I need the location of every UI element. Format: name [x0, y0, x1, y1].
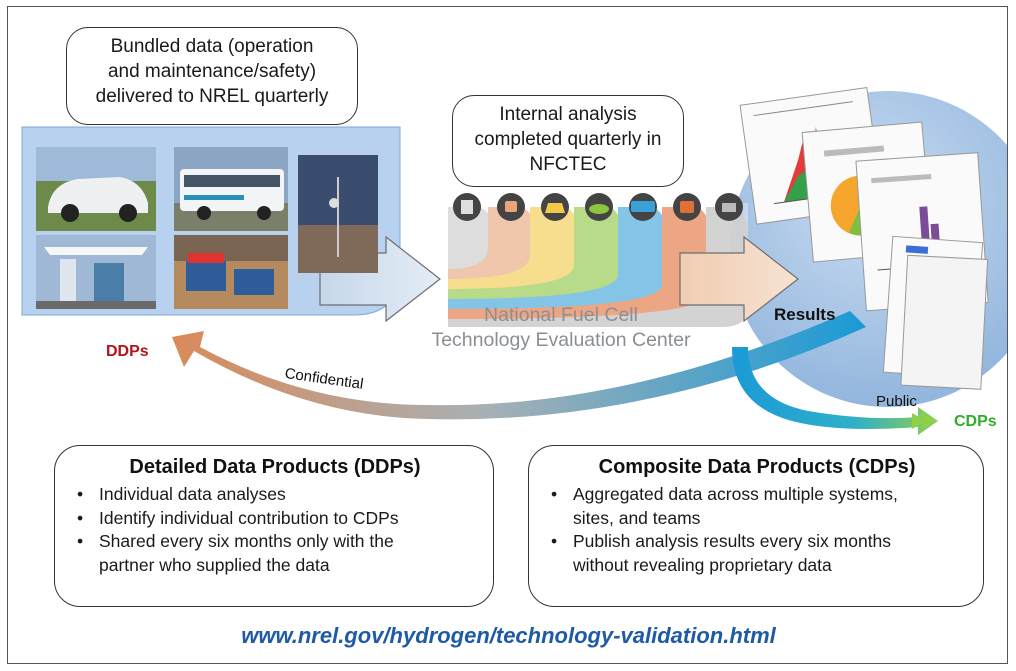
- stream-icons: [453, 193, 743, 221]
- internal-line-2: completed quarterly in: [474, 129, 662, 150]
- diagram-frame: Bundled data (operation and maintenance/…: [7, 6, 1008, 664]
- cdp-list: Aggregated data across multiple systems,…: [549, 483, 965, 577]
- ddp-item-continuation: partner who supplied the data: [99, 554, 330, 575]
- internal-analysis-callout: Internal analysis completed quarterly in…: [452, 95, 684, 187]
- bundled-line-1: Bundled data (operation: [110, 36, 314, 57]
- ddps-label: DDPs: [106, 343, 149, 360]
- cdp-item-continuation: without revealing proprietary data: [573, 554, 832, 575]
- nfctec-line-2: Technology Evaluation Center: [431, 329, 691, 351]
- cdp-item: Publish analysis results every six month…: [551, 530, 965, 554]
- bundled-line-2: and maintenance/safety): [107, 61, 317, 82]
- ddp-panel-title: Detailed Data Products (DDPs): [129, 456, 421, 478]
- ddp-list: Individual data analyses Identify indivi…: [75, 483, 475, 577]
- internal-line-1: Internal analysis: [499, 104, 637, 125]
- photo-fueling: [36, 235, 156, 309]
- public-arrow: [732, 347, 938, 435]
- ddp-panel: Detailed Data Products (DDPs) Individual…: [54, 445, 494, 607]
- cdp-panel: Composite Data Products (CDPs) Aggregate…: [528, 445, 984, 607]
- cdp-item: Aggregated data across multiple systems,: [551, 483, 965, 507]
- ddp-item: Individual data analyses: [77, 483, 475, 507]
- photo-bus: [174, 147, 288, 231]
- cdp-panel-title: Composite Data Products (CDPs): [598, 456, 916, 478]
- cdps-label: CDPs: [954, 413, 997, 430]
- cdp-item-continuation: sites, and teams: [573, 507, 701, 528]
- public-label: Public: [876, 393, 917, 410]
- photo-forklifts: [174, 235, 288, 309]
- nrel-url-link[interactable]: www.nrel.gov/hydrogen/technology-validat…: [241, 623, 776, 648]
- photo-car: [36, 147, 156, 231]
- nfctec-label: National Fuel Cell Technology Evaluation…: [400, 303, 722, 353]
- ddp-item: Identify individual contribution to CDPs: [77, 507, 475, 531]
- nfctec-line-1: National Fuel Cell: [484, 304, 638, 326]
- diagram-canvas: [21, 86, 1007, 435]
- public-chevrons: [912, 413, 936, 429]
- output-arrow: [679, 235, 799, 323]
- internal-line-3: NFCTEC: [529, 154, 607, 175]
- bundled-data-callout: Bundled data (operation and maintenance/…: [66, 27, 358, 125]
- ddp-item: Shared every six months only with the: [77, 530, 475, 554]
- photo-station: [298, 155, 378, 273]
- bundled-line-3: delivered to NREL quarterly: [95, 86, 329, 107]
- results-label: Results: [774, 305, 836, 324]
- results-thumbnails: [739, 86, 989, 390]
- confidential-arrow: [172, 311, 866, 420]
